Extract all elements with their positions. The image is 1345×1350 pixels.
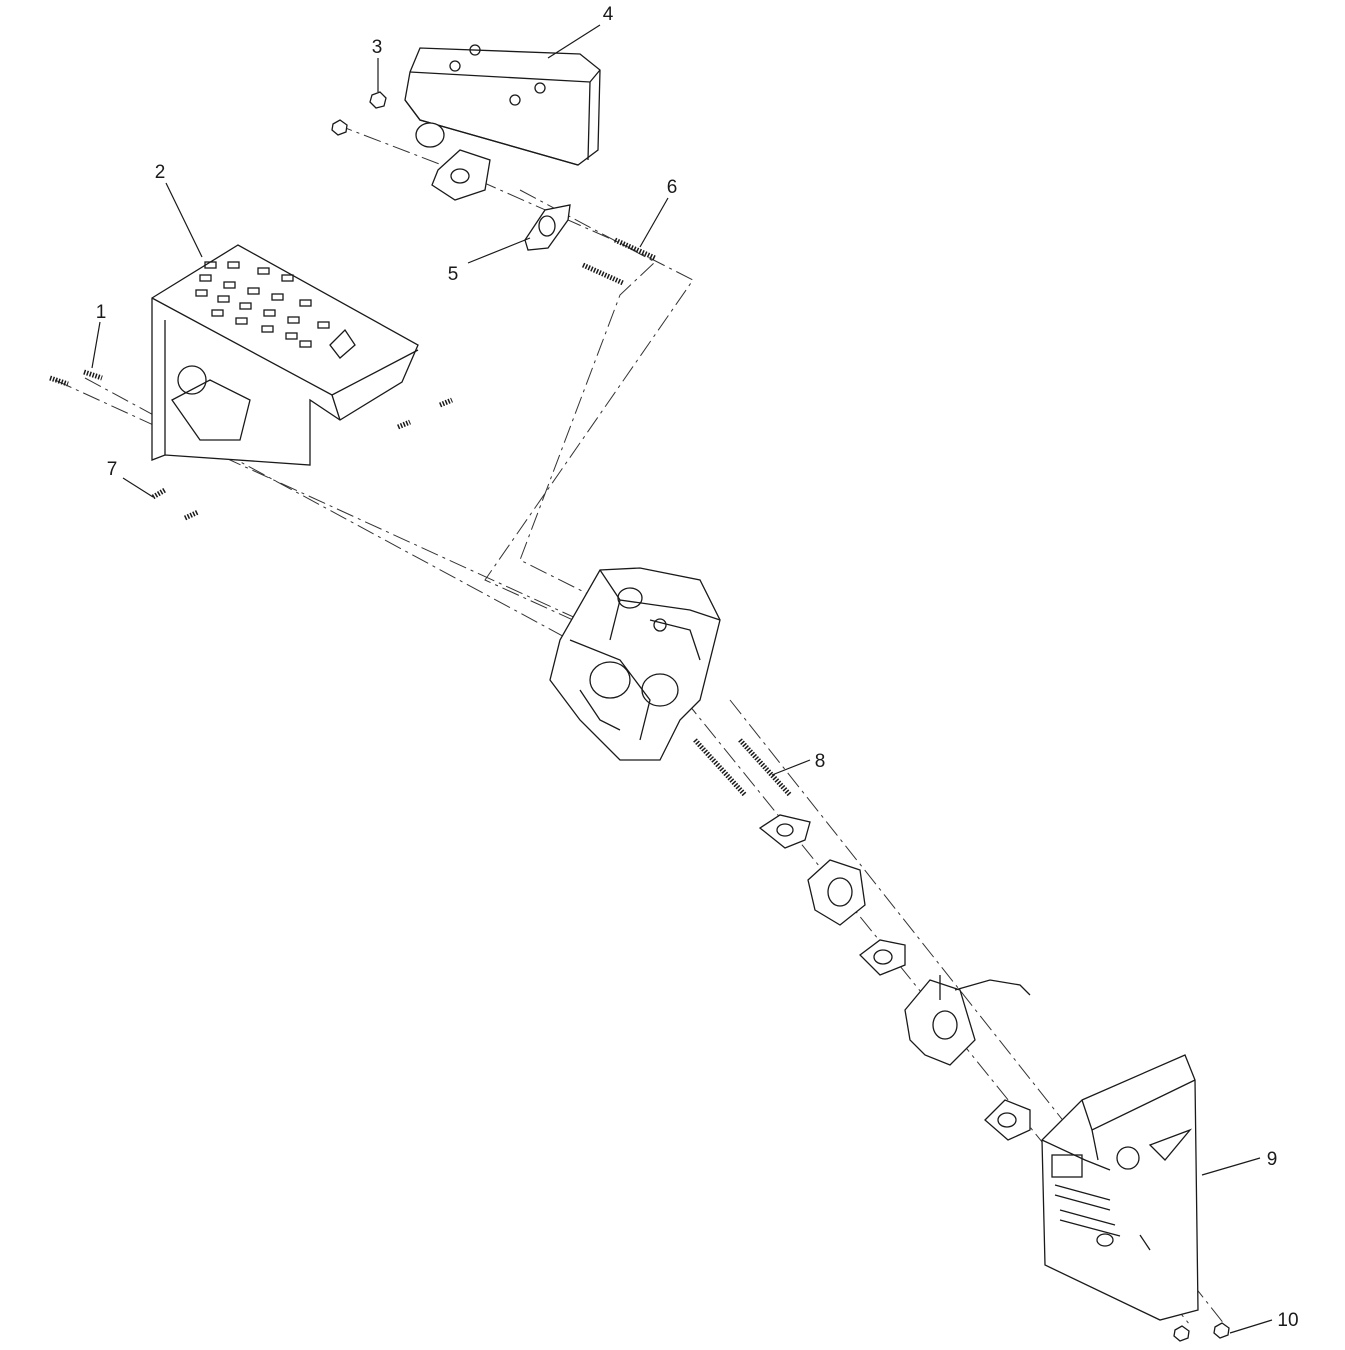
nut-part (331, 91, 387, 136)
callout-label: 4 (603, 4, 614, 25)
callout-label: 7 (107, 459, 118, 480)
guard-vent-slots (195, 261, 330, 348)
muffler-guard-part (151, 244, 419, 466)
intake-stack-parts (758, 814, 1031, 1141)
gasket-part (524, 204, 571, 251)
shroud-nut-parts (1173, 1322, 1230, 1342)
callout-label: 10 (1277, 1310, 1298, 1331)
stud-parts (581, 237, 657, 286)
callout-leaders (91, 24, 1273, 1334)
callout-label: 1 (96, 302, 107, 323)
intake-stud-parts (693, 738, 792, 797)
callout-label: 2 (155, 162, 166, 183)
shroud-part (1041, 1054, 1199, 1321)
callout-label: 8 (815, 751, 826, 772)
callout-label: 3 (372, 37, 383, 58)
callout-labels: 1 2 3 4 5 6 7 8 9 10 (96, 4, 1299, 1331)
callout-label: 5 (448, 264, 459, 285)
engine-block-part (549, 567, 721, 761)
bolt-parts (49, 369, 453, 521)
callout-label: 6 (667, 177, 678, 198)
muffler-part (404, 44, 601, 201)
callout-label: 9 (1267, 1149, 1278, 1170)
